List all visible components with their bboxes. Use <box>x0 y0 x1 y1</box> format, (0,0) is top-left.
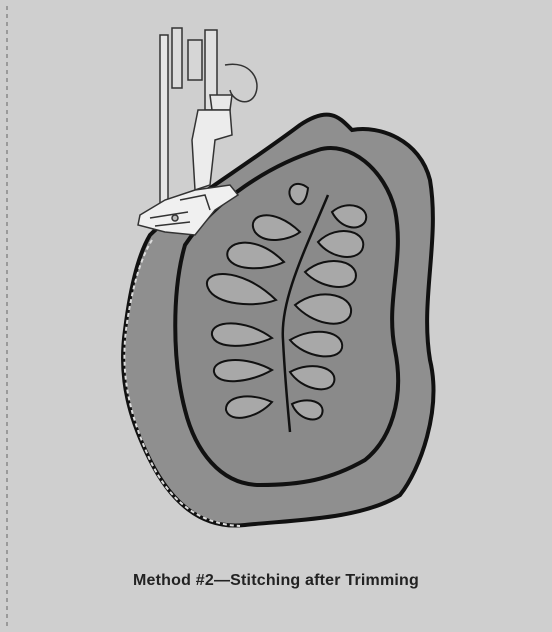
figure-caption: Method #2—Stitching after Trimming <box>0 572 552 590</box>
applique-illustration <box>0 0 552 560</box>
